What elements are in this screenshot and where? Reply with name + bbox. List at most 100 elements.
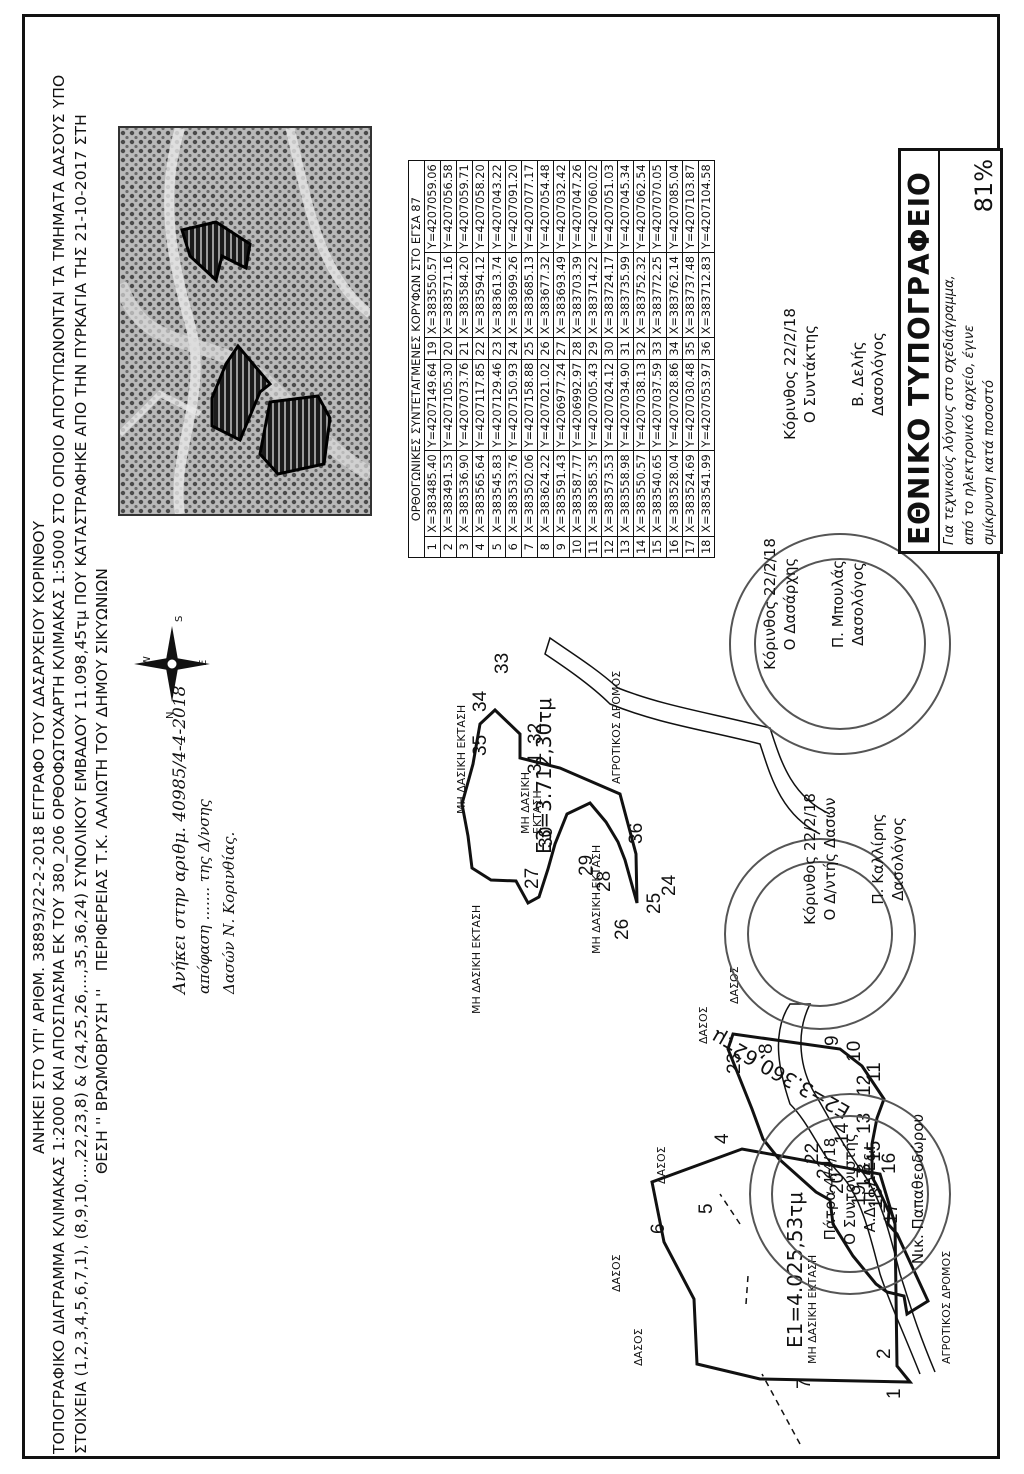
svg-text:23: 23 bbox=[724, 1053, 745, 1074]
cell-y2: Y=4207059.06 bbox=[424, 160, 441, 253]
cell-y2: Y=4207085.04 bbox=[666, 160, 683, 253]
cell-x1: X=383533.76 bbox=[505, 450, 522, 537]
label-non-forest-5: ΜΗ ΔΑΣΙΚΗ ΕΚΤΑΣΗ bbox=[519, 772, 544, 834]
svg-text:36: 36 bbox=[626, 823, 647, 844]
signature-role: Ο Δ/ντής Δασών bbox=[821, 797, 839, 921]
national-printing-office-stamp: ΕΘΝΙΚΟ ΤΥΠΟΓΡΑΦΕΙΟ Για τεχνικούς λόγους … bbox=[898, 148, 1003, 554]
document-frame bbox=[22, 14, 1000, 1459]
photo-parcel-e3 bbox=[180, 220, 252, 283]
cell-n2: 30 bbox=[601, 337, 618, 360]
cell-y2: Y=4207077.17 bbox=[521, 160, 538, 253]
svg-text:30: 30 bbox=[536, 827, 557, 848]
cell-y2: Y=4207059.71 bbox=[456, 160, 473, 253]
cell-y1: Y=4207024.12 bbox=[601, 359, 618, 451]
cell-x2: X=383714.22 bbox=[585, 252, 602, 338]
cell-x2: X=383737.48 bbox=[682, 252, 699, 338]
cell-n2: 35 bbox=[682, 337, 699, 360]
signature-place-date: Κόρινθος 22/2/18 bbox=[781, 308, 799, 440]
cell-n2: 25 bbox=[521, 337, 538, 360]
cell-x2: X=383762.14 bbox=[666, 252, 683, 338]
orthophoto-excerpt bbox=[118, 126, 372, 516]
cell-y2: Y=4207058.20 bbox=[472, 160, 489, 253]
svg-text:35: 35 bbox=[470, 735, 491, 756]
cell-x2: X=383594.12 bbox=[472, 252, 489, 338]
cell-y2: Y=4207104.58 bbox=[698, 160, 715, 253]
cell-n2: 23 bbox=[488, 337, 506, 360]
area-e1: E1=4.025,53τμ bbox=[783, 1192, 807, 1348]
svg-text:4: 4 bbox=[712, 1133, 733, 1144]
cell-n2: 28 bbox=[569, 337, 586, 360]
cell-x1: X=383545.83 bbox=[488, 450, 506, 537]
cell-y2: Y=4207032.42 bbox=[553, 160, 570, 253]
cell-x1: X=383591.43 bbox=[553, 450, 570, 537]
label-forest-2: ΔΑΣΟΣ bbox=[655, 1146, 668, 1184]
cell-x1: X=383528.04 bbox=[666, 450, 683, 537]
cell-n2: 32 bbox=[633, 337, 650, 360]
signature-role: Ο Δασάρχης bbox=[781, 557, 799, 651]
label-forest-1: ΔΑΣΟΣ bbox=[632, 1328, 645, 1366]
cell-x1: X=383587.77 bbox=[569, 450, 586, 537]
cell-y2: Y=4207043.22 bbox=[488, 160, 506, 253]
signature-name: Β. Δελής bbox=[849, 341, 867, 407]
svg-text:33: 33 bbox=[492, 653, 513, 674]
cell-x1: X=383585.35 bbox=[585, 450, 602, 537]
cell-n2: 24 bbox=[505, 337, 522, 360]
svg-text:12: 12 bbox=[854, 1075, 875, 1096]
cell-n2: 33 bbox=[649, 337, 666, 360]
svg-text:32: 32 bbox=[525, 723, 546, 744]
cell-x2: X=383699.26 bbox=[505, 252, 522, 338]
signature-title: Δασολόγος bbox=[869, 332, 887, 416]
label-non-forest-5-line2: ΕΚΤΑΣΗ bbox=[531, 790, 544, 834]
cell-n2: 20 bbox=[440, 337, 457, 360]
cell-x1: X=383550.57 bbox=[633, 450, 650, 537]
svg-text:7: 7 bbox=[794, 1378, 815, 1389]
cell-n2: 26 bbox=[537, 337, 554, 360]
cell-x1: X=383540.65 bbox=[649, 450, 666, 537]
cell-x1: X=383541.99 bbox=[698, 450, 715, 537]
cell-y1: Y=4206992.97 bbox=[569, 359, 586, 451]
cell-x1: X=383624.22 bbox=[537, 450, 554, 537]
cell-y1: Y=4207053.97 bbox=[698, 359, 715, 451]
cell-y2: Y=4207051.03 bbox=[601, 160, 618, 253]
photo-parcel-e2 bbox=[210, 343, 273, 443]
cell-y2: Y=4207103.87 bbox=[682, 160, 699, 253]
cell-n2: 29 bbox=[585, 337, 602, 360]
svg-text:25: 25 bbox=[644, 893, 665, 914]
cell-x2: X=383677.32 bbox=[537, 252, 554, 338]
cell-y1: Y=4206977.24 bbox=[553, 359, 570, 451]
cell-n2: 31 bbox=[617, 337, 634, 360]
cell-x1: X=383536.90 bbox=[456, 450, 473, 537]
cell-y1: Y=4207028.86 bbox=[666, 359, 683, 451]
svg-text:6: 6 bbox=[648, 1223, 669, 1234]
label-non-forest-4: ΜΗ ΔΑΣΙΚΗ ΕΚΤΑΣΗ bbox=[455, 704, 468, 814]
cell-x2: X=383735.99 bbox=[617, 252, 634, 338]
signature-name: Π. Καλλίρης bbox=[869, 813, 887, 905]
cell-n2: 34 bbox=[666, 337, 683, 360]
cell-y1: Y=4207034.90 bbox=[617, 359, 634, 451]
cell-x1: X=383558.98 bbox=[617, 450, 634, 537]
photo-parcel-e1 bbox=[258, 394, 332, 476]
cell-y1: Y=4207150.93 bbox=[505, 359, 522, 451]
cell-y2: Y=4207045.34 bbox=[617, 160, 634, 253]
coordinates-table: ΟΡΘΟΓΩΝΙΚΕΣ ΣΥΝΤΕΤΑΓΜΕΝΕΣ ΚΟΡΥΦΩΝ ΣΤΟ ΕΓ… bbox=[408, 160, 715, 558]
cell-y1: Y=4207038.13 bbox=[633, 359, 650, 451]
cell-n2: 19 bbox=[424, 337, 441, 360]
cell-x2: X=383571.16 bbox=[440, 252, 457, 338]
handwritten-note-line3: Δασών Ν. Κορινθίας. bbox=[220, 831, 238, 994]
svg-text:5: 5 bbox=[696, 1203, 717, 1214]
cell-y2: Y=4207091.20 bbox=[505, 160, 522, 253]
